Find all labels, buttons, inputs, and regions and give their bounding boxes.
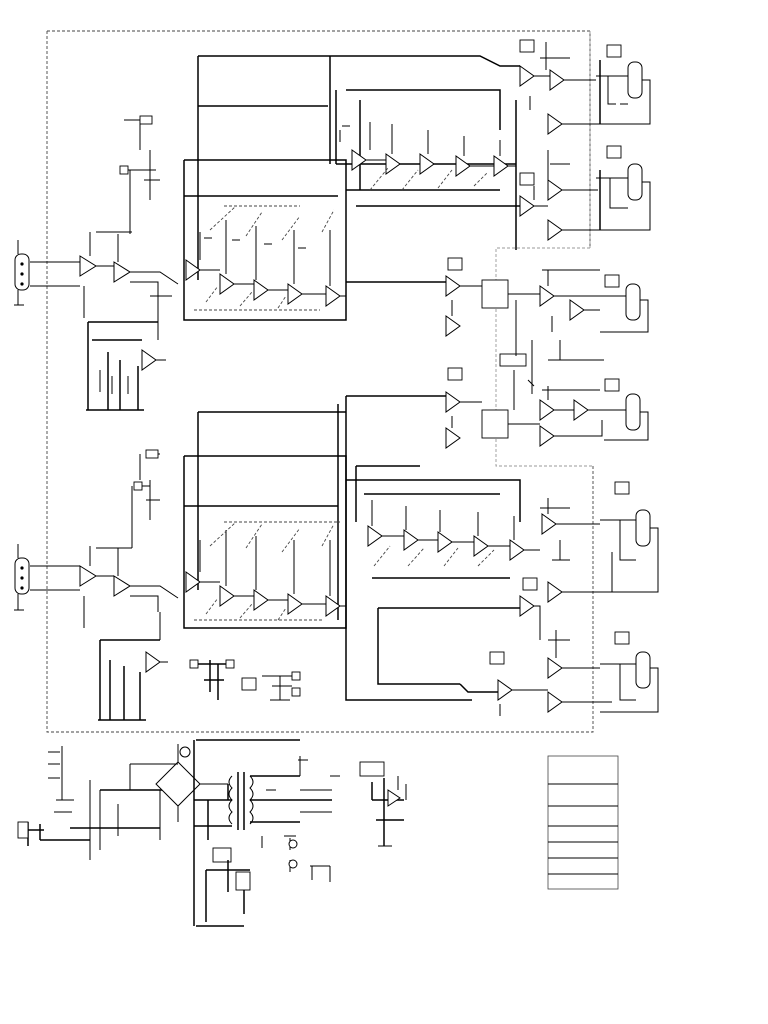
parts-table [547,755,619,890]
regulator-box [235,871,251,891]
eq-filter-bank [185,205,346,311]
op-amp-icon [385,153,401,175]
channel-a [14,39,651,411]
label-box [519,172,535,186]
xlr-jack-icon [635,509,651,689]
op-amp-icon [445,275,461,297]
output-stage-mid [346,257,649,449]
output-buffers-bottom [459,498,600,716]
label-box [606,145,622,159]
xlr-jack-icon [14,253,30,291]
power-supply [17,739,407,927]
xlr-jack-icon [627,61,643,201]
eq-filter-bank [185,521,346,621]
transformer-icon [228,772,254,830]
channel-b [14,396,659,721]
xlr-jack-icon [625,283,641,431]
label-box [606,44,622,58]
output-buffers-top [519,42,601,241]
op-amp-icon [113,261,131,283]
op-amp-icon [141,349,157,371]
enclosure-borders [46,30,594,733]
label-box [519,39,535,53]
crossover-filters-upper [339,122,516,191]
op-amp-icon [113,575,131,597]
xlr-jack-icon [14,557,30,595]
crossover-filters-lower [367,500,540,567]
op-amp-icon [79,255,97,277]
op-amp-icon [253,279,269,301]
crossover-module [481,279,509,309]
crossover-module [481,409,509,439]
